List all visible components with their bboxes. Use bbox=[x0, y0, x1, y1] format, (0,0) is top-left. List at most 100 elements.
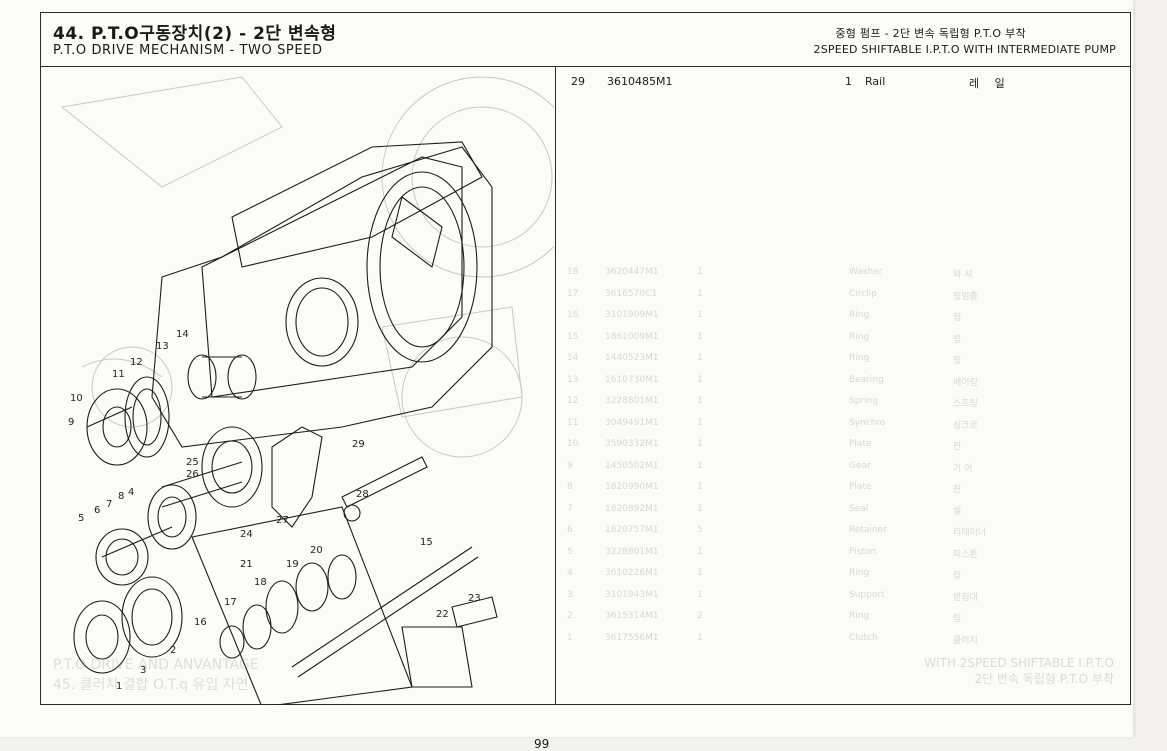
show-through-qty: 2 bbox=[697, 611, 703, 621]
page-title-korean: 44. P.T.O구동장치(2) - 2단 변속형 bbox=[53, 24, 337, 44]
show-through-qty: 1 bbox=[697, 632, 703, 643]
callout-22: 22 bbox=[436, 609, 449, 620]
show-through-footer-left: P.T.O DRIVE AND ANVANTAGE 45. 클러치 결합 O.T… bbox=[53, 655, 259, 695]
show-through-footer-right: WITH 2SPEED SHIFTABLE I.P.T.O 2단 변속 독립형 … bbox=[924, 655, 1114, 687]
show-through-code: 1440523M1 bbox=[605, 353, 659, 363]
show-through-no: 1 bbox=[567, 632, 573, 643]
show-through-code: 1610730M1 bbox=[605, 374, 659, 385]
show-through-no: 9 bbox=[567, 460, 573, 471]
show-through-no: 15 bbox=[567, 331, 579, 342]
show-through-code: 3228801M1 bbox=[605, 396, 659, 406]
callout-13: 13 bbox=[156, 341, 169, 352]
show-through-code: 1861009M1 bbox=[605, 331, 659, 342]
callout-7: 7 bbox=[106, 499, 112, 510]
show-through-ko: 베어링 bbox=[953, 377, 978, 388]
callout-3: 3 bbox=[140, 665, 146, 676]
show-through-ko: 기 어 bbox=[953, 463, 973, 474]
show-through-ko: 와 셔 bbox=[953, 270, 973, 280]
show-through-name: Piston bbox=[849, 546, 877, 557]
show-through-footer-left-line1: P.T.O DRIVE AND ANVANTAGE bbox=[53, 657, 259, 673]
show-through-name: Ring bbox=[849, 310, 870, 320]
show-through-no: 5 bbox=[567, 546, 573, 557]
callout-26: 26 bbox=[186, 469, 199, 480]
show-through-name: Circlip bbox=[849, 288, 877, 299]
show-through-name: Ring bbox=[849, 331, 870, 342]
show-through-ko: 링멈춤 bbox=[953, 291, 978, 302]
show-through-ko: 싱크로 bbox=[953, 420, 978, 431]
callout-29: 29 bbox=[352, 439, 365, 450]
callout-18: 18 bbox=[254, 577, 267, 588]
page-subtitle-english: 2SPEED SHIFTABLE I.P.T.O WITH INTERMEDIA… bbox=[813, 43, 1116, 56]
callout-16: 16 bbox=[194, 617, 207, 628]
show-through-no: 11 bbox=[567, 417, 579, 428]
show-through-qty: 1 bbox=[697, 353, 703, 363]
diagram-svg: 1234567891011121314151617181920212223242… bbox=[60, 76, 554, 705]
show-through-name: Support bbox=[849, 589, 885, 600]
show-through-qty: 1 bbox=[697, 267, 703, 277]
show-through-qty: 1 bbox=[697, 417, 703, 428]
show-through-code: 1820757M1 bbox=[605, 525, 659, 535]
show-through-qty: 1 bbox=[697, 482, 703, 492]
show-through-no: 14 bbox=[567, 353, 579, 363]
show-through-qty: 1 bbox=[697, 460, 703, 471]
page-title-english: P.T.O DRIVE MECHANISM - TWO SPEED bbox=[53, 43, 323, 58]
show-through-ko: 판 bbox=[953, 442, 962, 452]
show-through-code: 3101943M1 bbox=[605, 589, 659, 600]
show-through-no: 7 bbox=[567, 503, 573, 514]
show-through-ko: 링 bbox=[953, 334, 962, 345]
show-through-name: Clutch bbox=[849, 632, 878, 643]
callout-15: 15 bbox=[420, 537, 433, 548]
show-through-ko: 링 bbox=[953, 356, 962, 366]
show-through-code: 3610226M1 bbox=[605, 568, 659, 578]
show-through-footer-right-line1: WITH 2SPEED SHIFTABLE I.P.T.O bbox=[924, 656, 1114, 670]
show-through-ko: 클러치 bbox=[953, 635, 978, 646]
show-through-code: 1820990M1 bbox=[605, 482, 659, 492]
show-through-name: Plate bbox=[849, 439, 872, 449]
callout-27: 27 bbox=[276, 515, 289, 526]
callout-12: 12 bbox=[130, 357, 143, 368]
diagram-callouts: 1234567891011121314151617181920212223242… bbox=[68, 329, 481, 692]
show-through-qty: 1 bbox=[697, 396, 703, 406]
callout-17: 17 bbox=[224, 597, 237, 608]
callout-1: 1 bbox=[116, 681, 122, 692]
show-through-ko: 스프링 bbox=[953, 399, 978, 409]
show-through-ko: 판 bbox=[953, 485, 962, 495]
callout-23: 23 bbox=[468, 593, 481, 604]
callout-24: 24 bbox=[240, 529, 253, 540]
show-through-footer-right-line2: 2단 변속 독립형 P.T.O 부착 bbox=[974, 672, 1114, 686]
show-through-qty: 1 bbox=[697, 568, 703, 578]
show-through-no: 16 bbox=[567, 310, 579, 320]
main-drawing bbox=[73, 141, 498, 705]
show-through-name: Seal bbox=[849, 503, 869, 514]
show-through-name: Synchro bbox=[849, 417, 886, 428]
show-through-code: 3615314M1 bbox=[605, 611, 659, 621]
callout-9: 9 bbox=[68, 417, 74, 428]
column-divider bbox=[555, 67, 556, 705]
show-through-name: Bearing bbox=[849, 374, 884, 385]
show-through-name: Ring bbox=[849, 568, 870, 578]
callout-21: 21 bbox=[240, 559, 253, 570]
show-through-qty: 1 bbox=[697, 310, 703, 320]
page-number: 99 bbox=[534, 737, 550, 751]
part-number: 29 bbox=[571, 75, 585, 88]
callout-25: 25 bbox=[186, 457, 199, 468]
page-frame: 44. P.T.O구동장치(2) - 2단 변속형 P.T.O DRIVE ME… bbox=[40, 12, 1131, 751]
callout-20: 20 bbox=[310, 545, 323, 556]
show-through-qty: 1 bbox=[697, 546, 703, 557]
show-through-ko: 받침대 bbox=[953, 592, 978, 603]
show-through-code: 1820892M1 bbox=[605, 503, 659, 514]
callout-8: 8 bbox=[118, 491, 124, 502]
catalog-page: 44. P.T.O구동장치(2) - 2단 변속형 P.T.O DRIVE ME… bbox=[40, 12, 1131, 751]
